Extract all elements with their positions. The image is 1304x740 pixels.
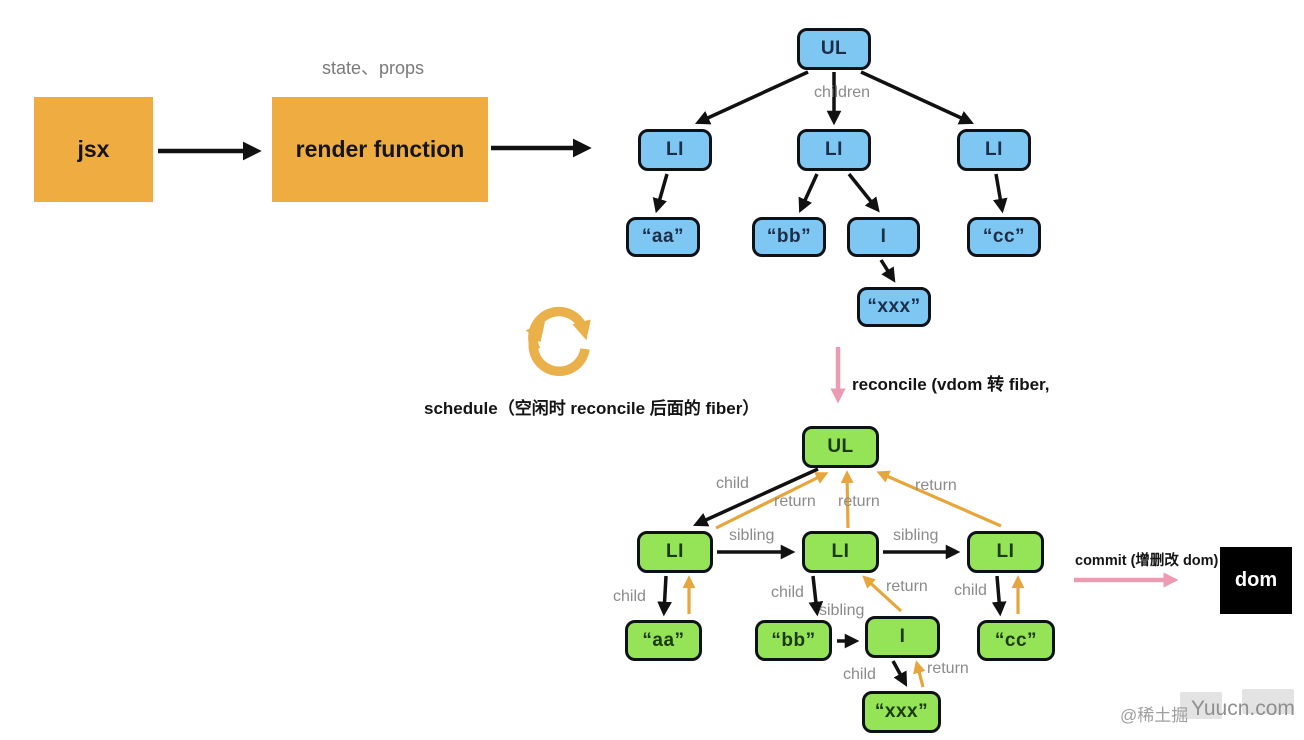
vdom-edge-li2-i: [847, 172, 880, 213]
vdom-edge-li3-cc: [993, 173, 1008, 214]
edge-label-sibling: sibling: [729, 527, 775, 544]
commit-label: commit (增删改 dom): [1075, 553, 1219, 569]
children-label: children: [814, 84, 871, 101]
edge-label-child: child: [843, 666, 876, 683]
fiber-node-ul: UL: [802, 426, 879, 468]
fiber-node-i: I: [865, 616, 940, 658]
vdom-node-cc: “cc”: [967, 217, 1041, 257]
fiber-return-edge-xxx-i: [913, 660, 926, 688]
watermark-prefix: @稀土掘: [1120, 706, 1189, 725]
fiber-child-edge-li1-aa: [657, 575, 672, 617]
edge-label-sibling: sibling: [819, 602, 865, 619]
vdom-node-xxx: “xxx”: [857, 287, 931, 327]
vdom-node-aa: “aa”: [626, 217, 700, 257]
reconcile-label: reconcile (vdom 转 fiber,: [852, 375, 1050, 394]
fiber-child-edge-ul-li1: [692, 467, 819, 527]
vdom-edge-ul-li3: [860, 70, 975, 125]
edge-label-sibling: sibling: [893, 527, 939, 544]
fiber-child-edge-i-xxx: [891, 660, 908, 687]
watermark-blur-block: [1242, 689, 1294, 714]
watermark-blur-block: [1180, 692, 1222, 719]
vdom-node-li2: LI: [797, 129, 871, 171]
jsx-box: jsx: [34, 97, 153, 202]
fiber-child-edge-li3-cc: [991, 575, 1007, 617]
vdom-node-li3: LI: [957, 129, 1031, 171]
fiber-node-bb: “bb”: [755, 620, 832, 661]
vdom-node-ul: UL: [797, 28, 871, 70]
edge-label-child: child: [716, 475, 749, 492]
vdom-edge-i-xxx: [879, 259, 896, 283]
fiber-node-aa: “aa”: [625, 620, 702, 661]
edge-label-return: return: [838, 493, 880, 510]
fiber-return-edge-li3-ul: [876, 470, 1002, 528]
fiber-node-cc: “cc”: [977, 620, 1055, 661]
fiber-return-edge-li2-ul: [840, 470, 854, 529]
fiber-return-edge-i-li2: [862, 575, 903, 613]
vdom-node-i: I: [847, 217, 920, 257]
state-props-label: state、props: [322, 58, 425, 78]
fiber-child-edge-li2-bb: [808, 575, 824, 617]
fiber-node-xxx: “xxx”: [862, 691, 941, 733]
edge-label-return: return: [927, 660, 969, 677]
fiber-node-li2: LI: [802, 531, 879, 573]
vdom-node-bb: “bb”: [752, 217, 826, 257]
edge-label-child: child: [613, 588, 646, 605]
render-function-box: render function: [272, 97, 488, 202]
vdom-node-li1: LI: [638, 129, 712, 171]
edge-label-return: return: [774, 493, 816, 510]
fiber-return-edge-li1-ul: [715, 472, 829, 530]
dom-box: dom: [1220, 547, 1292, 614]
fiber-node-li3: LI: [967, 531, 1044, 573]
fiber-node-li1: LI: [637, 531, 713, 573]
vdom-edge-ul-li1: [694, 70, 809, 125]
edge-label-return: return: [886, 578, 928, 595]
edge-label-return: return: [915, 477, 957, 494]
vdom-edge-li1-aa: [652, 173, 669, 214]
vdom-edge-li2-bb: [798, 173, 819, 214]
refresh-cycle-icon: [525, 306, 591, 377]
schedule-label: schedule（空闲时 reconcile 后面的 fiber）: [424, 399, 760, 418]
edge-label-child: child: [771, 584, 804, 601]
edge-label-child: child: [954, 582, 987, 599]
watermark-site: Yuucn.com: [1191, 697, 1295, 720]
